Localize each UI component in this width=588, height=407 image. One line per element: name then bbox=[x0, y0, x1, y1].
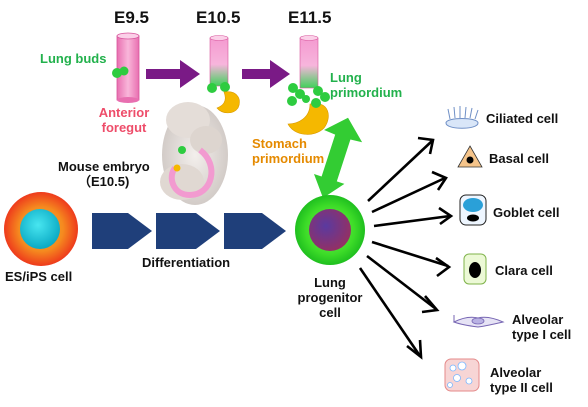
e9-5-foregut-tube bbox=[116, 32, 140, 103]
alveolar-type-i-line-2: type I cell bbox=[512, 326, 572, 342]
anterior-foregut-label: Anterior foregut bbox=[96, 105, 152, 136]
stage-label-e11-5: E11.5 bbox=[288, 8, 332, 27]
differentiation-label: Differentiation bbox=[142, 255, 231, 270]
mouse-embryo-line-1: Mouse embryo bbox=[58, 159, 150, 174]
basal-cell-icon bbox=[457, 145, 483, 168]
mouse-embryo-image bbox=[160, 102, 228, 205]
lung-buds-label: Lung buds bbox=[40, 51, 107, 66]
e11-5-foregut-tube bbox=[299, 35, 319, 89]
stage-label-e9-5: E9.5 bbox=[114, 8, 149, 27]
stomach-primordium-label: Stomach primordium bbox=[252, 136, 325, 167]
lung-progenitor-line-2: progenitor bbox=[297, 289, 363, 305]
stomach-primordium-line-2: primordium bbox=[252, 150, 325, 166]
lung-primordium-line-1: Lung bbox=[330, 70, 362, 85]
anterior-foregut-line-1: Anterior bbox=[98, 105, 150, 120]
mouse-embryo-label: Mouse embryo （E10.5) bbox=[58, 159, 162, 190]
clara-cell-icon bbox=[463, 253, 487, 285]
e10-5-stomach-primordium bbox=[216, 91, 240, 114]
progenitor-correspondence-arrow bbox=[313, 117, 363, 198]
es-ips-cell-label: ES/iPS cell bbox=[5, 269, 73, 284]
alveolar-type-i-cell-icon bbox=[452, 315, 505, 328]
anterior-foregut-line-2: foregut bbox=[101, 119, 147, 135]
ciliated-cell-label: Ciliated cell bbox=[486, 111, 559, 126]
lineage-arrows bbox=[358, 136, 454, 360]
lung-progenitor-cell bbox=[295, 195, 365, 265]
alveolar-type-ii-cell-icon bbox=[444, 358, 480, 392]
e10-5-foregut-tube bbox=[209, 35, 229, 87]
stage-arrow-2 bbox=[242, 60, 290, 88]
goblet-cell-icon bbox=[459, 194, 487, 226]
es-ips-cell bbox=[4, 192, 78, 266]
alveolar-type-ii-line-1: Alveolar bbox=[490, 365, 542, 380]
clara-cell-label: Clara cell bbox=[495, 263, 553, 278]
ciliated-cell-icon bbox=[445, 106, 479, 129]
e9-5-lung-buds bbox=[112, 66, 129, 78]
e10-5-lung-buds bbox=[207, 82, 230, 93]
stage-arrow-1 bbox=[146, 60, 200, 88]
alveolar-type-ii-label: Alveolar type II cell bbox=[490, 365, 553, 396]
lung-primordium-line-2: primordium bbox=[330, 84, 403, 100]
lung-progenitor-line-1: Lung bbox=[314, 275, 346, 290]
differentiation-arrows bbox=[92, 213, 286, 249]
basal-cell-label: Basal cell bbox=[489, 151, 549, 166]
stage-label-e10-5: E10.5 bbox=[196, 8, 241, 27]
stomach-primordium-line-1: Stomach bbox=[252, 136, 307, 151]
alveolar-type-i-line-1: Alveolar bbox=[512, 312, 564, 327]
lung-primordium-label: Lung primordium bbox=[330, 70, 403, 101]
goblet-cell-label: Goblet cell bbox=[493, 205, 560, 220]
alveolar-type-ii-line-2: type II cell bbox=[490, 379, 553, 395]
mouse-embryo-line-2: （E10.5) bbox=[78, 173, 130, 189]
e11-5-stomach-primordium bbox=[287, 103, 329, 135]
lung-progenitor-line-3: cell bbox=[319, 304, 341, 320]
lung-progenitor-label: Lung progenitor cell bbox=[294, 275, 366, 321]
e11-5-lung-primordium bbox=[287, 83, 330, 108]
alveolar-type-i-label: Alveolar type I cell bbox=[512, 312, 572, 343]
